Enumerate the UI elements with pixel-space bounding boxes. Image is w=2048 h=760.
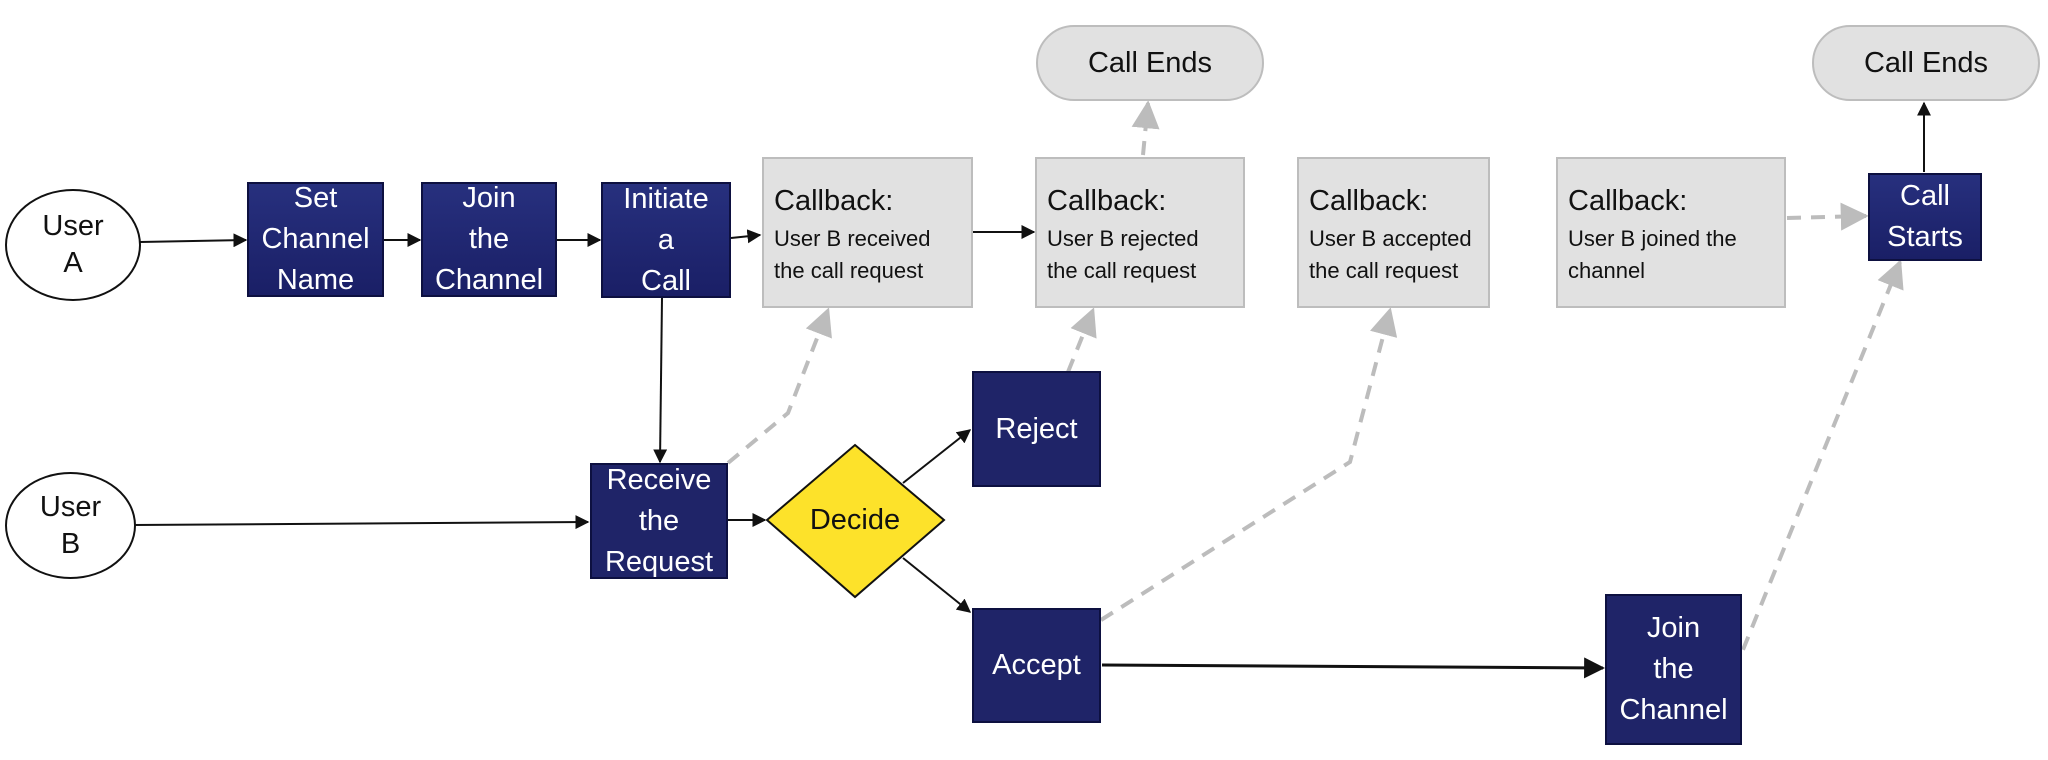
call-ends-right: Call Ends: [1812, 25, 2040, 101]
step-reject: Reject: [972, 371, 1101, 487]
arrow-userb-to-receive: [132, 515, 590, 530]
call-ends-left: Call Ends: [1036, 25, 1264, 101]
step-set-channel-name: Set Channel Name: [247, 182, 384, 297]
callback-title: Callback:: [774, 185, 894, 217]
callback-title: Callback:: [1309, 185, 1429, 217]
callback-body: User B joined the channel: [1568, 226, 1737, 283]
callback-title: Callback:: [1568, 185, 1688, 217]
arrow-accept-to-join-b: [1101, 657, 1606, 679]
arrow-initiate-to-receive: [653, 297, 668, 464]
dashed-arrow-receive-to-callback1: [726, 307, 832, 465]
dashed-arrow-callback4-to-call-starts: [1786, 202, 1869, 231]
dashed-arrow-callback2-to-call-ends: [1131, 100, 1160, 156]
step-initiate-a-call: Initiate a Call: [601, 182, 731, 298]
dashed-arrow-reject-to-callback2: [1066, 307, 1097, 373]
callback-body: User B received the call request: [774, 226, 931, 283]
callback-title: Callback:: [1047, 185, 1167, 217]
step-join-the-channel-a: Join the Channel: [421, 182, 557, 297]
step-accept: Accept: [972, 608, 1101, 723]
step-call-starts: Call Starts: [1868, 173, 1982, 261]
callback-rejected: Callback: User B rejected the call reque…: [1035, 157, 1245, 308]
dashed-arrow-join-b-to-call-starts: [1732, 259, 1904, 673]
arrow-usera-to-set-channel: [139, 233, 248, 248]
decide-label: Decide: [809, 503, 901, 536]
callback-body: User B accepted the call request: [1309, 226, 1472, 283]
arrow-decide-to-reject: [902, 429, 972, 484]
dashed-arrow-accept-to-callback3: [1099, 307, 1398, 622]
arrow-initiate-to-callback1: [730, 229, 762, 244]
callback-received: Callback: User B received the call reque…: [762, 157, 973, 308]
callback-joined: Callback: User B joined the channel: [1556, 157, 1786, 308]
arrow-decide-to-accept: [902, 557, 972, 613]
step-join-the-channel-b: Join the Channel: [1605, 594, 1742, 745]
user-b-ellipse: User B: [5, 472, 136, 579]
decide-diamond: [765, 443, 946, 599]
step-receive-the-request: Receive the Request: [590, 463, 728, 579]
callback-accepted: Callback: User B accepted the call reque…: [1297, 157, 1490, 308]
user-a-ellipse: User A: [5, 189, 141, 301]
callback-body: User B rejected the call request: [1047, 226, 1199, 283]
